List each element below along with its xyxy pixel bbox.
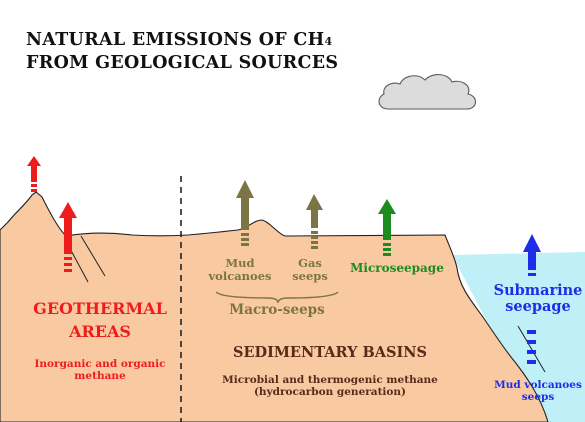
macro-seeps-bracket <box>215 291 339 304</box>
geothermal-title: GEOTHERMAL AREAS <box>20 297 180 343</box>
geothermal-title-line1: GEOTHERMAL <box>33 299 167 318</box>
submarine-seep-arrow <box>523 234 541 276</box>
submarine-line1: Submarine <box>493 282 583 299</box>
submarine-seepage-label: Submarine seepage <box>478 282 585 316</box>
microseepage-label: Microseepage <box>350 261 444 275</box>
geothermal-sub-line2: methane <box>74 369 126 382</box>
page-title: NATURAL EMISSIONS OF CH4 <box>26 30 332 50</box>
fault-line-submarine <box>517 325 546 373</box>
mud-volcano-arrow <box>236 180 254 246</box>
submarine-mud-line1: Mud volcanoes <box>494 379 582 391</box>
sedimentary-sub-line2: (hydrocarbon generation) <box>253 385 407 398</box>
gas-seeps-line2: seeps <box>292 268 328 283</box>
title-line-2: FROM GEOLOGICAL SOURCES <box>26 53 339 73</box>
title-subscript: 4 <box>324 35 333 48</box>
submarine-bubbles <box>527 330 536 364</box>
submarine-mud-line2: seeps <box>521 390 555 403</box>
submarine-mud-label: Mud volcanoes seeps <box>473 379 585 404</box>
land-mass <box>0 191 549 422</box>
mud-volcanoes-label: Mud volcanoes <box>208 257 272 283</box>
geothermal-arrow-volcano <box>27 156 41 192</box>
sea-area <box>452 252 585 422</box>
cloud-icon <box>378 74 477 110</box>
title-line-1: NATURAL EMISSIONS OF CH <box>26 30 325 50</box>
submarine-line2: seepage <box>505 298 571 316</box>
gas-seeps-label: Gas seeps <box>288 257 332 283</box>
mud-volcanoes-line1: Mud <box>225 256 255 270</box>
fault-line-right <box>80 235 106 277</box>
microseepage-arrow <box>378 199 396 256</box>
sedimentary-sub-line1: Microbial and thermogenic methane <box>222 374 438 386</box>
geothermal-sub-line1: Inorganic and organic <box>34 358 166 370</box>
gas-seep-arrow <box>306 194 323 249</box>
mud-volcanoes-line2: volcanoes <box>208 268 272 283</box>
geothermal-arrow-fault <box>59 202 77 272</box>
geothermal-subtitle: Inorganic and organic methane <box>20 358 180 383</box>
sedimentary-subtitle: Microbial and thermogenic methane (hydro… <box>200 374 460 399</box>
gas-seeps-line1: Gas <box>298 256 322 270</box>
sedimentary-basins-title: SEDIMENTARY BASINS <box>233 344 427 361</box>
geothermal-title-line2: AREAS <box>69 322 131 342</box>
macro-seeps-label: Macro-seeps <box>229 302 325 318</box>
